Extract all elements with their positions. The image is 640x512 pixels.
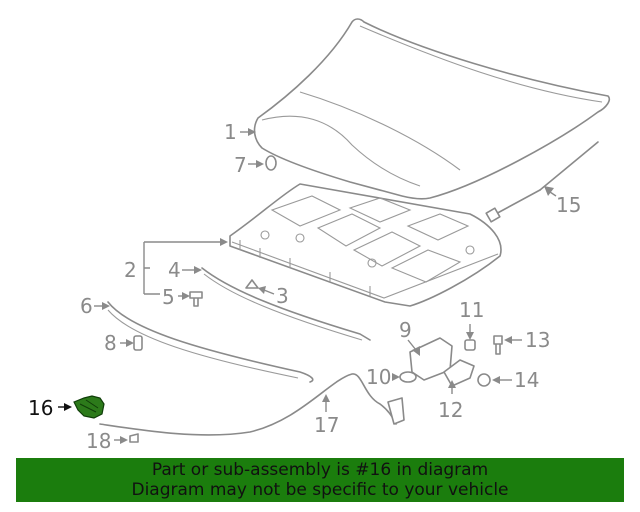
parts-diagram xyxy=(58,18,611,444)
part-hood-inner-panel xyxy=(229,183,502,307)
callout-12[interactable]: 12 xyxy=(438,398,464,422)
callout-5[interactable]: 5 xyxy=(162,285,175,309)
callout-6[interactable]: 6 xyxy=(80,294,93,318)
callout-1[interactable]: 1 xyxy=(224,120,237,144)
part-hood-seal xyxy=(201,267,371,341)
callout-2[interactable]: 2 xyxy=(124,258,137,282)
part-14-nut xyxy=(477,373,491,387)
callout-9[interactable]: 9 xyxy=(399,318,412,342)
part-5-bolt xyxy=(189,291,203,307)
info-banner: Part or sub-assembly is #16 in diagram D… xyxy=(16,458,624,502)
banner-line-2: Diagram may not be specific to your vehi… xyxy=(131,480,509,500)
callout-3[interactable]: 3 xyxy=(276,284,289,308)
callout-13[interactable]: 13 xyxy=(525,328,551,352)
part-front-seal xyxy=(107,301,314,383)
callout-14[interactable]: 14 xyxy=(514,368,540,392)
part-10-bumper xyxy=(399,371,417,383)
callout-17[interactable]: 17 xyxy=(314,413,340,437)
callout-15[interactable]: 15 xyxy=(556,193,582,217)
callout-8[interactable]: 8 xyxy=(104,331,117,355)
callout-7[interactable]: 7 xyxy=(234,153,247,177)
callout-10[interactable]: 10 xyxy=(366,365,392,389)
callout-18[interactable]: 18 xyxy=(86,429,112,453)
callout-16[interactable]: 16 xyxy=(28,396,54,420)
part-hood xyxy=(253,18,611,200)
part-18-clip xyxy=(129,433,139,443)
leader-lines xyxy=(58,128,557,444)
leader-2 xyxy=(143,241,222,295)
part-hood-strut xyxy=(485,141,599,223)
part-7-clip xyxy=(265,155,277,171)
part-16-highlighted xyxy=(73,395,105,419)
callout-11[interactable]: 11 xyxy=(459,298,485,322)
part-13-bolt xyxy=(493,335,503,355)
banner-line-1: Part or sub-assembly is #16 in diagram xyxy=(151,460,489,480)
part-8-plug xyxy=(133,335,143,351)
part-3-fastener xyxy=(245,279,259,289)
callout-4[interactable]: 4 xyxy=(168,258,181,282)
part-17-release-cable xyxy=(99,373,397,436)
part-11-stop xyxy=(464,339,476,351)
